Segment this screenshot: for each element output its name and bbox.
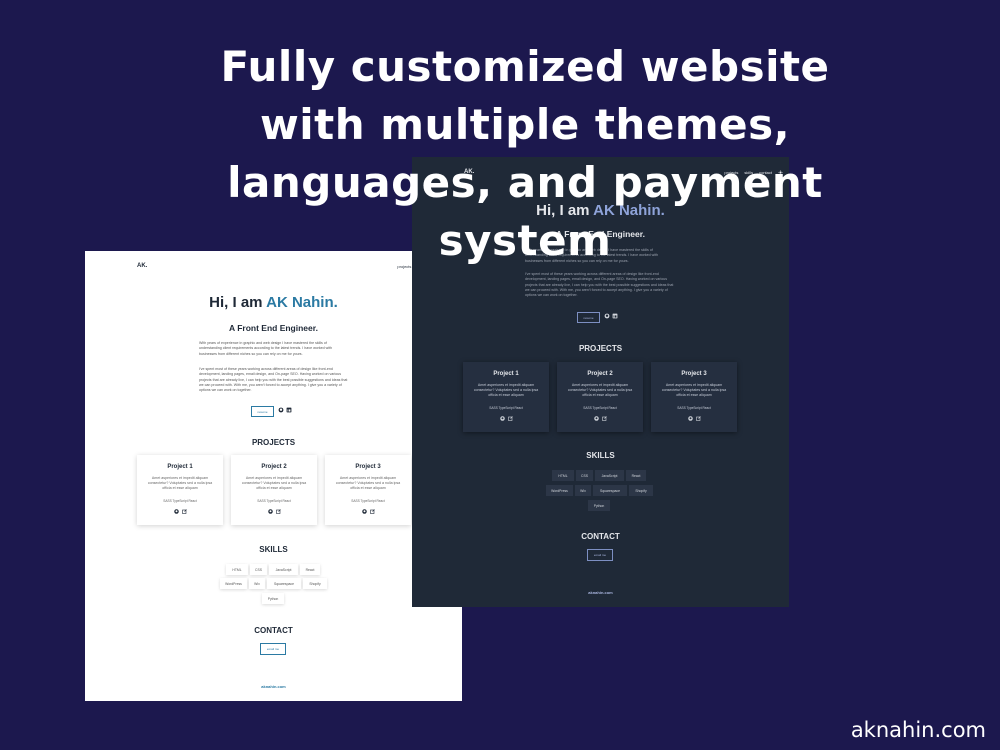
intro-paragraph-2: I've spent most of these years working a… (199, 367, 348, 393)
github-icon[interactable] (499, 416, 505, 421)
intro-paragraph-1: With years of experience in graphic and … (525, 248, 659, 263)
project-title: Project 3 (681, 371, 707, 377)
skill-chip: Squarespace (267, 578, 301, 589)
headline-line: system (438, 216, 612, 265)
footer-link[interactable]: aknahin.com (261, 684, 286, 689)
project-tags: SASS TypeScript React (257, 499, 291, 503)
project-tags: SASS TypeScript React (489, 406, 523, 410)
project-description: Amet asperiores et impedit aliquam conse… (567, 383, 633, 397)
contact-heading: CONTACT (254, 626, 293, 635)
skill-chip: React (626, 470, 646, 481)
promo-headline: Fully customized website with multiple t… (175, 38, 875, 270)
github-icon[interactable] (267, 509, 273, 514)
contact-heading: CONTACT (581, 532, 620, 541)
projects-heading: PROJECTS (251, 438, 296, 447)
project-description: Amet asperiores et impedit aliquam conse… (473, 383, 539, 397)
footer-link[interactable]: aknahin.com (588, 590, 613, 595)
project-title: Project 2 (587, 371, 613, 377)
nav-projects[interactable]: projects (724, 170, 739, 175)
skill-chip: Python (588, 500, 610, 511)
nav-skills[interactable]: skills (744, 170, 754, 175)
linkedin-icon[interactable] (612, 313, 618, 319)
headline-line: with multiple themes, (259, 100, 791, 149)
project-tags: SASS TypeScript React (583, 406, 617, 410)
skill-chip: JavaScript (595, 470, 624, 481)
skill-chip: WordPress (546, 485, 573, 496)
logo[interactable]: AK. (137, 263, 148, 269)
theme-toggle-sun-icon[interactable] (778, 170, 783, 175)
headline-line: Fully customized website (220, 42, 830, 91)
nav-contact[interactable]: contact (759, 170, 772, 175)
project-title: Project 1 (493, 371, 519, 377)
hero-heading: Hi, I am AK Nahin. (209, 294, 338, 311)
linkedin-icon[interactable] (286, 407, 292, 413)
skill-chip: WordPress (220, 578, 247, 589)
external-link-icon[interactable] (369, 509, 375, 514)
light-theme-preview: AK. projects skills contact Hi, I am AK … (85, 251, 462, 701)
hero-subtitle: A Front End Engineer. (229, 323, 318, 333)
skill-chip: Python (262, 593, 284, 604)
github-icon[interactable] (361, 509, 367, 514)
project-card[interactable]: Project 3 Amet asperiores et impedit ali… (325, 455, 411, 525)
project-tags: SASS TypeScript React (677, 406, 711, 410)
external-link-icon[interactable] (181, 509, 187, 514)
skill-chip: CSS (576, 470, 593, 481)
github-icon[interactable] (593, 416, 599, 421)
skills-heading: SKILLS (586, 451, 615, 460)
project-card[interactable]: Project 1 Amet asperiores et impedit ali… (463, 362, 549, 432)
project-card[interactable]: Project 3 Amet asperiores et impedit ali… (651, 362, 737, 432)
skill-chip: Shopify (629, 485, 653, 496)
project-card[interactable]: Project 2 Amet asperiores et impedit ali… (231, 455, 317, 525)
github-icon[interactable] (278, 407, 284, 413)
site-url: aknahin.com (850, 718, 986, 742)
external-link-icon[interactable] (275, 509, 281, 514)
project-card[interactable]: Project 1 Amet asperiores et impedit ali… (137, 455, 223, 525)
intro-paragraph-2: I've spent most of these years working a… (525, 272, 674, 298)
hero-name: AK Nahin. (593, 202, 665, 219)
intro-paragraph-1: With years of experience in graphic and … (199, 341, 333, 356)
navbar: AK. projects skills contact (412, 169, 789, 179)
project-tags: SASS TypeScript React (351, 499, 385, 503)
skill-chip: JavaScript (269, 564, 298, 575)
project-card[interactable]: Project 2 Amet asperiores et impedit ali… (557, 362, 643, 432)
github-icon[interactable] (687, 416, 693, 421)
skill-chip: Squarespace (593, 485, 627, 496)
skill-chip: Wix (575, 485, 591, 496)
project-title: Project 2 (261, 464, 287, 470)
hero-heading: Hi, I am AK Nahin. (536, 202, 665, 219)
email-button[interactable]: email me (587, 549, 613, 561)
skill-chip: CSS (250, 564, 267, 575)
github-icon[interactable] (173, 509, 179, 514)
skill-chip: Shopify (303, 578, 327, 589)
skill-chip: React (300, 564, 320, 575)
hero-subtitle: A Front End Engineer. (556, 229, 645, 239)
email-button[interactable]: email me (260, 643, 286, 655)
skills-heading: SKILLS (259, 545, 288, 554)
skill-chip: HTML (226, 564, 248, 575)
skill-chip: Wix (249, 578, 265, 589)
skill-chip: HTML (552, 470, 574, 481)
project-description: Amet asperiores et impedit aliquam conse… (241, 476, 307, 490)
project-title: Project 1 (167, 464, 193, 470)
project-description: Amet asperiores et impedit aliquam conse… (147, 476, 213, 490)
github-icon[interactable] (604, 313, 610, 319)
external-link-icon[interactable] (601, 416, 607, 421)
resume-button[interactable]: resume (251, 406, 274, 417)
project-description: Amet asperiores et impedit aliquam conse… (661, 383, 727, 397)
external-link-icon[interactable] (507, 416, 513, 421)
project-description: Amet asperiores et impedit aliquam conse… (335, 476, 401, 490)
dark-theme-preview: AK. projects skills contact Hi, I am AK … (412, 157, 789, 607)
resume-button[interactable]: resume (577, 312, 600, 323)
nav-projects[interactable]: projects (397, 264, 412, 269)
project-title: Project 3 (355, 464, 381, 470)
logo[interactable]: AK. (464, 169, 475, 175)
external-link-icon[interactable] (695, 416, 701, 421)
headline-line: languages, and payment (227, 158, 823, 207)
project-tags: SASS TypeScript React (163, 499, 197, 503)
projects-heading: PROJECTS (578, 344, 623, 353)
hero-name: AK Nahin. (266, 294, 338, 311)
